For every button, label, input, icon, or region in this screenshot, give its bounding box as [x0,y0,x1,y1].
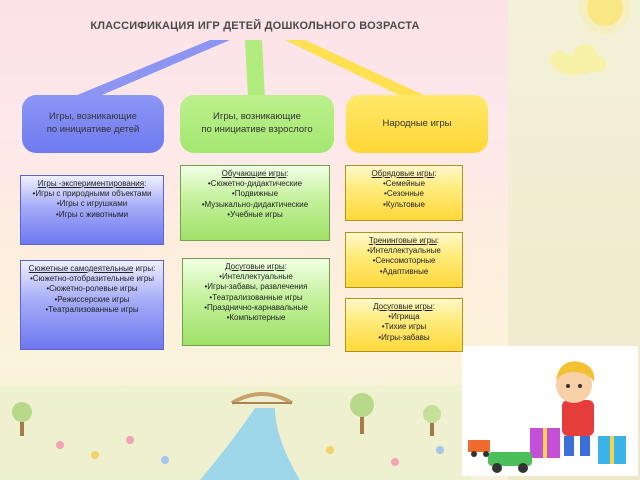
list-item: •Режиссерские игры [54,294,130,304]
list-item: •Семейные [382,179,426,189]
box-heading-text: Обучающие игры [221,169,287,178]
box-heading: Сюжетные самодеятельные игры: [24,264,160,274]
list-item: •Игры с животными [55,209,129,219]
box-heading-text: Досуговые игры [373,302,433,311]
list-item: •Учебные игры [227,209,283,219]
box-heading: Обрядовые игры: [349,169,459,179]
box-heading-text: Тренинговые игры [368,236,437,245]
box-heading: Досуговые игры: [349,302,459,312]
list-item: •Празднично-карнавальные [204,302,308,312]
list-item: •Адаптивные [379,266,429,276]
box-heading-tail: : [144,179,147,188]
list-item: •Игрища [388,312,420,322]
box-heading-tail: : [436,236,440,245]
box-heading: Тренинговые игры: [349,236,459,246]
category-adult-initiative: Игры, возникающие по инициативе взрослог… [180,95,334,153]
list-item: •Игры-забавы [378,332,430,342]
box-heading-tail: : [284,262,287,271]
list-item: •Культовые [383,199,425,209]
list-item: •Игры-забавы, развлечения [204,282,308,292]
box-leisure-games: Досуговые игры: •Интеллектуальные •Игры-… [182,258,330,346]
box-heading-tail: : [286,169,289,178]
box-experimentation-games: Игры -экспериментирования: •Игры с приро… [20,175,164,245]
category-folk-games: Народные игры [346,95,488,153]
box-heading-text: Игры -экспериментирования [37,179,145,188]
box-educational-games: Обучающие игры: •Сюжетно-дидактические •… [180,165,330,241]
box-heading-tail: : [434,169,437,178]
flowers [56,436,444,466]
box-folk-leisure-games: Досуговые игры: •Игрища •Тихие игры •Игр… [345,298,463,352]
tree-icon [12,402,32,436]
list-item: •Сюжетно-ролевые игры [46,284,138,294]
wedge-yellow [285,40,430,98]
list-item: •Подвижные [231,189,279,199]
box-heading: Досуговые игры: [186,262,326,272]
box-heading-text: Обрядовые игры [371,169,435,178]
list-item: •Тихие игры [381,322,427,332]
category-children-initiative: Игры, возникающие по инициативе детей [22,95,164,153]
box-heading-text: Досуговые игры [225,262,285,271]
tree-icon [350,393,374,434]
list-item: •Сюжетно-дидактические [207,179,303,189]
list-item: •Компьютерные [226,313,286,323]
list-item: •Сезонные [384,189,424,199]
box-plot-games: Сюжетные самодеятельные игры: •Сюжетно-о… [20,260,164,350]
wedge-green [245,40,265,98]
list-item: •Сюжетно-отобразительные игры [29,274,155,284]
list-item: •Музыкально-дидактические [201,199,309,209]
boy-with-toys-illustration [462,346,638,476]
box-heading: Обучающие игры: [184,169,326,179]
bridge-icon [230,392,294,405]
sun-icon [579,0,631,34]
box-ritual-games: Обрядовые игры: •Семейные •Сезонные •Кул… [345,165,463,221]
list-item: •Интеллектуальные [367,246,441,256]
box-heading: Игры -экспериментирования: [24,179,160,189]
river [200,408,300,480]
box-heading-tail: : [432,302,435,311]
list-item: •Игры с природными объектами [32,189,152,199]
list-item: •Театрализованные игры [209,292,303,302]
page-title: КЛАССИФИКАЦИЯ ИГР ДЕТЕЙ ДОШКОЛЬНОГО ВОЗР… [90,20,420,32]
tree-icon [423,405,441,436]
wedge-blue [70,40,230,98]
list-item: •Сенсомоторные [372,256,436,266]
list-item: •Игры с игрушками [56,199,128,209]
box-training-games: Тренинговые игры: •Интеллектуальные •Сен… [345,232,463,288]
box-heading-tail: игры: [133,264,156,273]
box-heading-text: Сюжетные самодеятельные [28,264,134,273]
list-item: •Интеллектуальные [219,272,293,282]
list-item: •Театрализованные игры [45,304,139,314]
cloud-icon [550,44,607,75]
